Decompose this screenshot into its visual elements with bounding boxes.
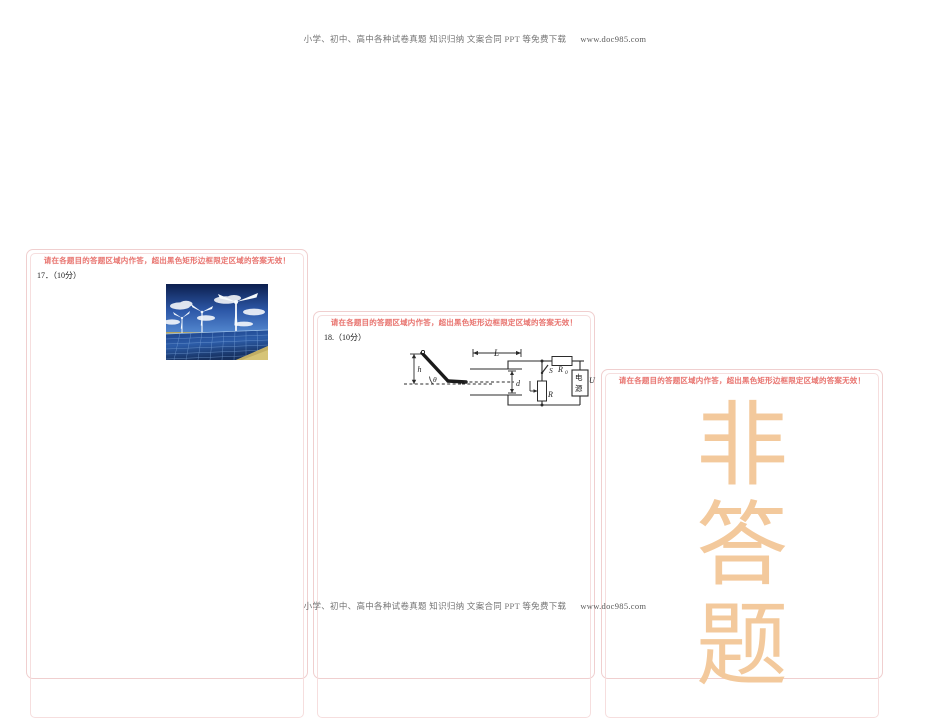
svg-text:d: d <box>516 379 521 388</box>
footer-watermark-line: 小学、初中、高中各种试卷真题 知识归纳 文案合同 PPT 等免费下载 www.do… <box>0 600 950 612</box>
answer-region-17-warning: 请在各题目的答题区域内作答，超出黑色矩形边框限定区域的答案无效！ <box>43 256 291 265</box>
svg-text:θ: θ <box>433 375 437 384</box>
answer-region-19-inner-frame <box>605 373 879 718</box>
svg-text:h: h <box>418 365 422 374</box>
parallel-plate-capacitor-circuit-diagram: h θ L d S R 0 R U 电 源 <box>402 337 598 413</box>
svg-text:R: R <box>557 365 563 374</box>
footer-watermark-text: 小学、初中、高中各种试卷真题 知识归纳 文案合同 PPT 等免费下载 <box>303 601 567 611</box>
footer-watermark-url: www.doc985.com <box>580 601 647 611</box>
wind-turbine-solar-panel-photo <box>166 284 268 360</box>
answer-region-17: 请在各题目的答题区域内作答，超出黑色矩形边框限定区域的答案无效！ 17．（10分… <box>26 249 308 718</box>
answer-region-18: 请在各题目的答题区域内作答，超出黑色矩形边框限定区域的答案无效！ 18.（10分… <box>313 311 598 718</box>
svg-text:R: R <box>547 390 553 399</box>
header-watermark-url: www.doc985.com <box>580 34 647 44</box>
svg-text:U: U <box>589 376 596 385</box>
answer-region-19: 请在各题目的答题区域内作答，超出黑色矩形边框限定区域的答案无效！ 非 答 题 <box>601 369 883 718</box>
svg-text:源: 源 <box>575 384 583 393</box>
header-watermark-text: 小学、初中、高中各种试卷真题 知识归纳 文案合同 PPT 等免费下载 <box>303 34 567 44</box>
svg-text:S: S <box>549 366 553 375</box>
header-watermark-line: 小学、初中、高中各种试卷真题 知识归纳 文案合同 PPT 等免费下载 www.do… <box>0 33 950 45</box>
svg-text:电: 电 <box>575 372 583 382</box>
watermark-char-2: 答 <box>695 495 788 597</box>
answer-region-18-warning: 请在各题目的答题区域内作答，超出黑色矩形边框限定区域的答案无效！ <box>330 318 578 327</box>
watermark-char-1: 非 <box>695 395 788 497</box>
svg-text:L: L <box>493 348 499 358</box>
answer-region-19-warning: 请在各题目的答题区域内作答，超出黑色矩形边框限定区域的答案无效！ <box>618 376 866 385</box>
question-number-17: 17．（10分） <box>37 271 81 280</box>
question-number-18: 18.（10分） <box>324 333 366 342</box>
watermark-characters: 非 答 题 <box>602 396 882 696</box>
svg-text:0: 0 <box>565 370 568 376</box>
